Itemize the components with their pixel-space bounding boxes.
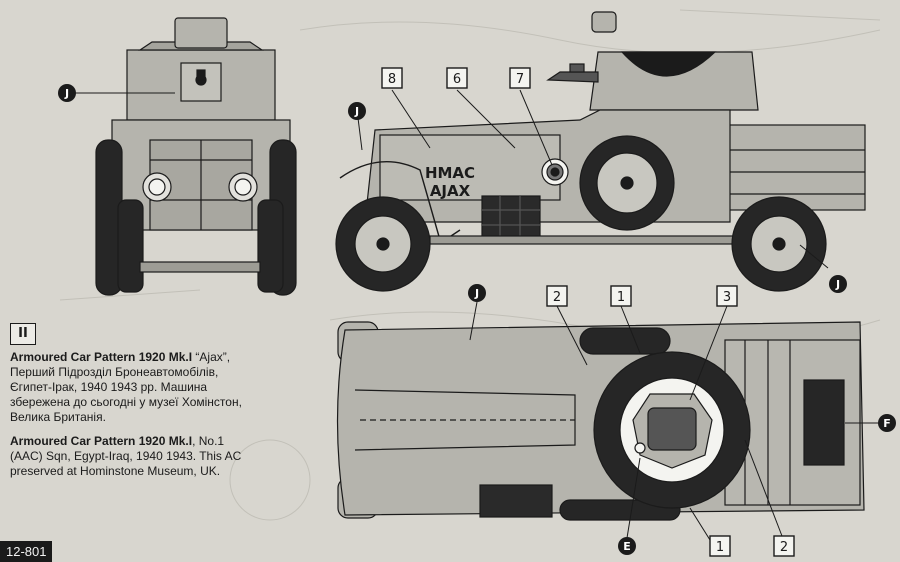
callout-7-label: 7 [516,72,524,87]
caption-block: Armoured Car Pattern 1920 Mk.I “Ajax”, П… [10,350,310,488]
callout-1-bottom: 1 [709,535,731,557]
caption-en-line1: (AAC) Sqn, Egypt-Iraq, 1940 1943. This A… [10,449,242,463]
callout-2-bottom-label: 2 [780,540,788,555]
callout-j-side-right-label: J [835,278,840,291]
callout-j-side-right: J [829,275,847,293]
callout-e-top: E [618,537,636,555]
callout-6-label: 6 [453,72,461,87]
side-toolbox [481,195,541,241]
callout-7: 7 [509,67,531,89]
caption-ua-line1: Перший Підрозділ Бронеавтомобілів, [10,365,219,379]
top-stowage-box-lower [479,484,553,518]
callout-e-top-label: E [623,540,631,553]
callout-f-top: F [878,414,896,432]
callout-j-front-label: J [64,87,69,100]
callout-f-top-label: F [883,417,891,430]
caption-en-unit: , No.1 [192,434,225,448]
top-rear-stowage-box [803,379,845,466]
caption-ua-line3: збережена до сьогодні у музеї Хомінстон, [10,395,242,409]
callout-2-bottom: 2 [773,535,795,557]
side-running-board [429,235,761,245]
front-bumper [139,261,261,273]
callout-1-bottom-label: 1 [716,540,724,555]
side-machine-gun [546,71,599,83]
caption-en-title: Armoured Car Pattern 1920 Mk.I [10,434,193,448]
side-bonnet [379,134,561,201]
caption-ukrainian: Armoured Car Pattern 1920 Mk.I “Ajax”, П… [10,350,310,425]
side-cupola [591,11,617,33]
callout-1-top-label: 1 [617,290,625,305]
callout-3-label: 3 [723,290,731,305]
caption-ua-name: “Ajax”, [192,350,231,364]
callout-j-top: J [468,284,486,302]
callout-3: 3 [716,285,738,307]
side-view [335,11,866,292]
side-front-wheel [335,196,431,292]
callout-8-label: 8 [388,72,396,87]
callout-2-top-label: 2 [553,290,561,305]
top-leader-lines [469,301,880,541]
hull-marking-line2: AJAX [430,182,471,200]
callout-8: 8 [381,67,403,89]
front-cupola [174,17,228,49]
callout-j-side-top: J [348,102,366,120]
callout-6: 6 [446,67,468,89]
side-spare-wheel [579,135,675,231]
side-turret-dome [620,51,717,77]
top-stowage-box-upper [579,327,671,355]
plate-number: II [10,323,36,345]
side-front-mudguard [339,160,461,241]
callout-2-top: 2 [546,285,568,307]
caption-ua-line2: Єгипет-Ірак, 1940 1943 рр. Машина [10,380,208,394]
callout-j-side-top-label: J [354,105,359,118]
top-view [336,321,865,521]
caption-ua-title: Armoured Car Pattern 1920 Mk.I [10,350,193,364]
callout-j-top-label: J [474,287,479,300]
caption-en-line2: preserved at Hominstone Museum, UK. [10,464,221,478]
callout-1-top: 1 [610,285,632,307]
caption-ua-line4: Велика Британія. [10,410,106,424]
hull-marking-line1: HMAC [425,164,475,182]
caption-english: Armoured Car Pattern 1920 Mk.I, No.1 (AA… [10,434,310,479]
sheet-code: 12-801 [0,541,53,562]
callout-j-front: J [58,84,76,102]
front-view [95,17,297,296]
side-leader-lines [357,89,829,269]
side-rear-wheel [731,196,827,292]
